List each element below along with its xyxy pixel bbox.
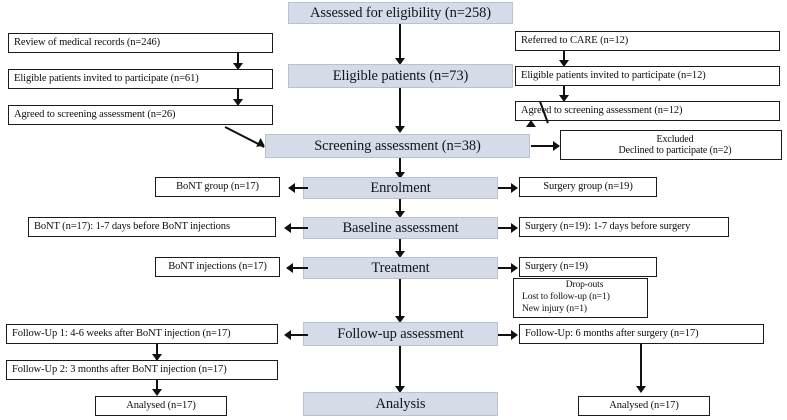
connector-eligible-to-screening bbox=[399, 88, 402, 130]
connector-enrolment-to-bont-group bbox=[292, 187, 308, 190]
node-excluded: Excluded Declined to participate (n=2) bbox=[560, 130, 782, 160]
node-analysis: Analysis bbox=[303, 392, 498, 416]
arrowhead-invited-to-agreed-right bbox=[559, 95, 569, 102]
dropouts-line-2: New injury (n=1) bbox=[522, 303, 587, 314]
arrowhead-treatment-to-surgery bbox=[511, 263, 518, 273]
arrowhead-followup-to-bont-fu1 bbox=[284, 330, 291, 340]
node-review-medical-records: Review of medical records (n=246) bbox=[8, 33, 273, 53]
arrowhead-treatment-to-bont-injections bbox=[286, 263, 293, 273]
excluded-line-1: Declined to participate (n=2) bbox=[618, 145, 732, 156]
connector-followup-to-analysis bbox=[399, 346, 402, 390]
connector-records-to-invited-left bbox=[237, 53, 240, 68]
arrowhead-baseline-to-treatment bbox=[395, 251, 405, 258]
node-referred-to-care: Referred to CARE (n=12) bbox=[515, 31, 780, 51]
arrowhead-enrolment-to-baseline bbox=[395, 211, 405, 218]
connector-followup-to-surgery-fu bbox=[498, 334, 514, 337]
connector-enrolment-to-baseline bbox=[399, 199, 402, 216]
node-bont-followup-2: Follow-Up 2: 3 months after BoNT injecti… bbox=[6, 360, 278, 380]
arrowhead-enrolment-to-bont-group bbox=[288, 183, 295, 193]
node-analysed-bont: Analysed (n=17) bbox=[95, 396, 227, 416]
connector-followup-to-bont-fu1 bbox=[288, 334, 308, 337]
node-agreed-screening-left: Agreed to screening assessment (n=26) bbox=[8, 105, 273, 125]
node-agreed-screening-right: Agreed to screening assessment (n=12) bbox=[515, 101, 780, 121]
dropouts-title: Drop-outs bbox=[565, 280, 604, 291]
arrowhead-care-to-invited-right bbox=[559, 60, 569, 67]
node-treatment: Treatment bbox=[303, 257, 498, 279]
node-dropouts: Drop-outs Lost to follow-up (n=1) New in… bbox=[513, 278, 648, 318]
node-bont-injections: BoNT injections (n=17) bbox=[155, 257, 280, 277]
arrowhead-assessed-to-eligible bbox=[395, 58, 405, 65]
node-bont-baseline: BoNT (n=17): 1-7 days before BoNT inject… bbox=[28, 217, 276, 237]
arrowhead-fu2-to-analysed-left bbox=[152, 389, 162, 396]
arrowhead-followup-to-surgery-fu bbox=[511, 330, 518, 340]
arrowhead-treatment-to-followup bbox=[395, 316, 405, 323]
dropouts-line-1: Lost to follow-up (n=1) bbox=[522, 292, 610, 303]
node-bont-group: BoNT group (n=17) bbox=[155, 177, 280, 197]
node-surgery-treatment: Surgery (n=19) bbox=[519, 257, 657, 277]
connector-care-to-invited-right bbox=[563, 51, 566, 65]
node-surgery-followup: Follow-Up: 6 months after surgery (n=17) bbox=[519, 324, 764, 344]
node-assessed-for-eligibility: Assessed for eligibility (n=258) bbox=[288, 2, 513, 24]
connector-baseline-to-treatment bbox=[399, 239, 402, 256]
node-followup-assessment: Follow-up assessment bbox=[303, 322, 498, 346]
excluded-title: Excluded bbox=[656, 133, 694, 145]
connector-screening-to-enrolment bbox=[399, 158, 402, 176]
arrowhead-eligible-to-screening bbox=[395, 126, 405, 133]
arrowhead-screening-to-excluded bbox=[553, 141, 560, 151]
connector-invited-to-agreed-left bbox=[237, 89, 240, 104]
node-screening-assessment: Screening assessment (n=38) bbox=[265, 134, 530, 158]
node-invited-to-participate-right: Eligible patients invited to participate… bbox=[515, 66, 780, 86]
connector-baseline-to-bont-baseline bbox=[288, 227, 308, 230]
arrowhead-records-to-invited-left bbox=[233, 63, 243, 70]
node-bont-followup-1: Follow-Up 1: 4-6 weeks after BoNT inject… bbox=[6, 324, 278, 344]
arrowhead-invited-to-agreed-left bbox=[233, 99, 243, 106]
node-enrolment: Enrolment bbox=[303, 177, 498, 199]
connector-fu2-to-analysed-left bbox=[156, 380, 159, 393]
connector-assessed-to-eligible bbox=[399, 24, 402, 61]
arrowhead-fu1-to-fu2 bbox=[152, 354, 162, 361]
connector-fu1-to-fu2 bbox=[156, 344, 159, 360]
arrowhead-baseline-to-surgery-baseline bbox=[511, 223, 518, 233]
node-analysed-surgery: Analysed (n=17) bbox=[578, 396, 710, 416]
arrowhead-agreed-right-to-screening bbox=[526, 120, 536, 127]
connector-screening-to-excluded bbox=[531, 145, 557, 148]
connector-treatment-to-bont-injections bbox=[290, 267, 308, 270]
arrowhead-surgery-fu-to-analysed-right bbox=[636, 386, 646, 393]
connector-treatment-to-surgery bbox=[498, 267, 514, 270]
connector-invited-to-agreed-right bbox=[563, 86, 566, 100]
arrowhead-screening-to-enrolment bbox=[395, 172, 405, 179]
arrowhead-baseline-to-bont-baseline bbox=[284, 223, 291, 233]
node-surgery-baseline: Surgery (n=19): 1-7 days before surgery bbox=[519, 217, 729, 237]
arrowhead-followup-to-analysis bbox=[395, 386, 405, 393]
connector-baseline-to-surgery-baseline bbox=[498, 227, 514, 230]
arrowhead-enrolment-to-surgery-group bbox=[511, 183, 518, 193]
connector-surgery-fu-to-analysed-right bbox=[640, 344, 643, 390]
node-surgery-group: Surgery group (n=19) bbox=[519, 177, 657, 197]
connector-enrolment-to-surgery-group bbox=[498, 187, 514, 190]
node-invited-to-participate-left: Eligible patients invited to participate… bbox=[8, 69, 273, 89]
node-eligible-patients: Eligible patients (n=73) bbox=[288, 64, 513, 88]
node-baseline-assessment: Baseline assessment bbox=[303, 217, 498, 239]
connector-treatment-to-followup bbox=[399, 279, 402, 321]
